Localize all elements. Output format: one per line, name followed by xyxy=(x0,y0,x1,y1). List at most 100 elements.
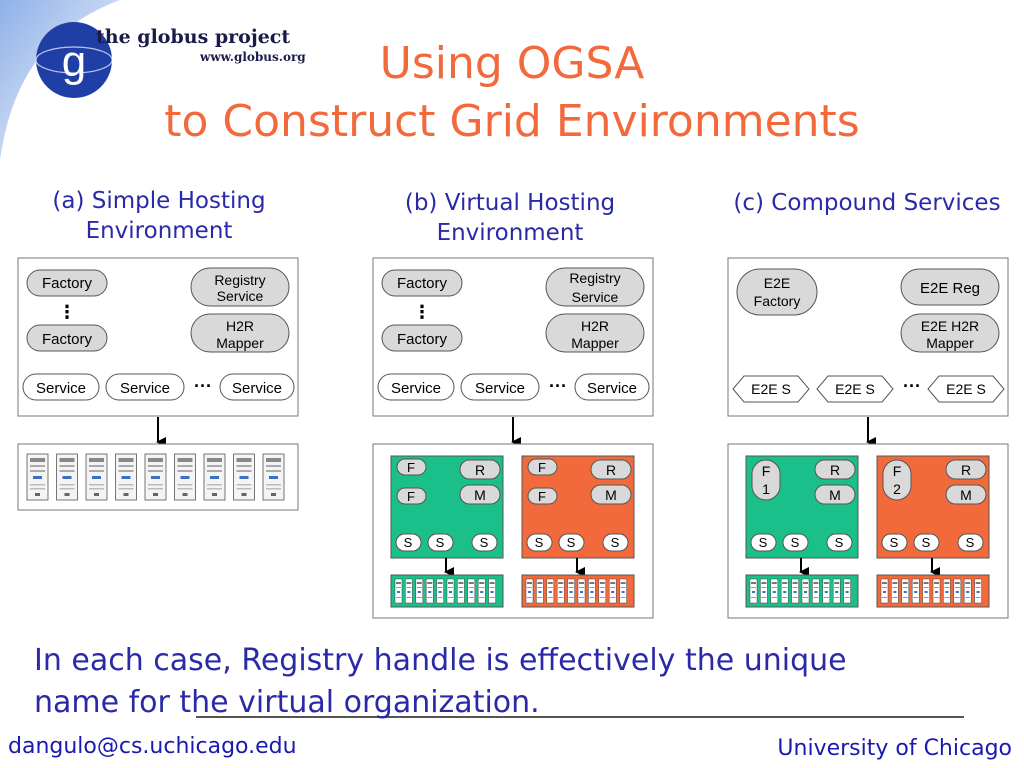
panel-c-vo-green: F 1 R M S S S xyxy=(745,455,859,559)
svg-text:Mapper: Mapper xyxy=(926,335,974,351)
server-icon xyxy=(115,453,137,501)
svg-text:Factory: Factory xyxy=(397,331,448,348)
panel-b: Factory ⋮ Factory Registry Service H2R M… xyxy=(372,257,654,619)
panel-c-ellipsis: ··· xyxy=(903,376,921,396)
svg-text:Service: Service xyxy=(217,288,264,304)
mini-server-icon xyxy=(832,578,841,604)
svg-text:g: g xyxy=(62,37,86,86)
svg-text:Service: Service xyxy=(120,380,170,397)
mini-server-icon xyxy=(608,578,617,604)
svg-text:M: M xyxy=(829,487,841,503)
mini-server-icon xyxy=(822,578,831,604)
svg-text:H2R: H2R xyxy=(226,318,254,334)
svg-text:M: M xyxy=(474,487,486,503)
mini-server-icon xyxy=(587,578,596,604)
statement-line2: name for the virtual organization. xyxy=(34,685,540,720)
svg-text:S: S xyxy=(567,535,576,550)
panel-b-service-3: Service xyxy=(574,373,650,401)
svg-text:S: S xyxy=(966,535,975,550)
svg-text:Service: Service xyxy=(232,380,282,397)
mini-server-icon xyxy=(780,578,789,604)
mini-server-icon xyxy=(425,578,434,604)
svg-text:F: F xyxy=(538,460,546,475)
mini-server-icon xyxy=(770,578,779,604)
mini-server-icon xyxy=(436,578,445,604)
panel-a-ellipsis: ··· xyxy=(194,376,212,396)
mini-server-icon xyxy=(394,578,403,604)
mini-server-icon xyxy=(932,578,941,604)
svg-text:Registry: Registry xyxy=(569,270,620,286)
svg-text:S: S xyxy=(535,535,544,550)
slide-title-line1: Using OGSA xyxy=(379,38,645,89)
panel-c-vo-orange: F 2 R M S S S xyxy=(876,455,990,559)
mini-server-icon xyxy=(974,578,983,604)
panel-c-e2e-reg: E2E Reg xyxy=(900,268,1000,306)
slide-title-line2: to Construct Grid Environments xyxy=(164,96,860,147)
panel-c-title: (c) Compound Services xyxy=(733,190,1001,216)
svg-text:F: F xyxy=(762,463,771,479)
mini-server-icon xyxy=(749,578,758,604)
svg-text:R: R xyxy=(475,462,485,478)
svg-text:Mapper: Mapper xyxy=(216,335,264,351)
mini-server-icon xyxy=(477,578,486,604)
panel-a-service-2: Service xyxy=(105,373,185,401)
mini-server-icon xyxy=(791,578,800,604)
mini-server-icon xyxy=(525,578,534,604)
panel-b-service-1: Service xyxy=(377,373,455,401)
svg-text:S: S xyxy=(890,535,899,550)
svg-text:S: S xyxy=(404,535,413,550)
svg-text:S: S xyxy=(759,535,768,550)
svg-text:Factory: Factory xyxy=(397,275,448,292)
panel-b-factory-1: Factory xyxy=(381,269,463,297)
mini-server-icon xyxy=(880,578,889,604)
svg-text:Registry: Registry xyxy=(214,272,265,288)
mini-server-icon xyxy=(567,578,576,604)
footer-institution: University of Chicago xyxy=(777,736,1012,761)
mini-server-icon xyxy=(911,578,920,604)
mini-server-icon xyxy=(942,578,951,604)
server-icon xyxy=(233,453,255,501)
svg-text:Service: Service xyxy=(572,289,619,305)
mini-server-icon xyxy=(456,578,465,604)
panel-a-server-rack xyxy=(26,453,285,501)
server-icon xyxy=(26,453,49,501)
mini-server-icon xyxy=(963,578,972,604)
panel-c-e2e-factory: E2E Factory xyxy=(736,268,818,316)
panel-c-e2e-h2r-mapper: E2E H2R Mapper xyxy=(900,313,1000,353)
svg-text:S: S xyxy=(611,535,620,550)
statement-line1: In each case, Registry handle is effecti… xyxy=(34,643,847,678)
svg-text:2: 2 xyxy=(893,481,901,497)
mini-server-icon xyxy=(598,578,607,604)
svg-text:E2E H2R: E2E H2R xyxy=(921,318,979,334)
mini-server-icon xyxy=(890,578,899,604)
mini-server-icon xyxy=(556,578,565,604)
mini-server-icon xyxy=(619,578,628,604)
svg-text:Service: Service xyxy=(475,380,525,397)
server-icon xyxy=(85,453,108,501)
panel-a-factory-dots: ⋮ xyxy=(58,302,76,322)
svg-text:1: 1 xyxy=(762,481,770,497)
svg-text:F: F xyxy=(538,489,546,504)
svg-text:E2E S: E2E S xyxy=(835,381,875,397)
svg-text:S: S xyxy=(436,535,445,550)
mini-server-icon xyxy=(901,578,910,604)
mini-server-icon xyxy=(759,578,768,604)
svg-text:F: F xyxy=(407,460,415,475)
svg-text:F: F xyxy=(893,463,902,479)
svg-text:Factory: Factory xyxy=(42,275,93,292)
mini-server-icon xyxy=(415,578,424,604)
mini-server-icon xyxy=(446,578,455,604)
panel-b-vo-orange: F F R M S S S xyxy=(521,455,635,559)
svg-text:F: F xyxy=(407,489,415,504)
panel-b-h2r-mapper: H2R Mapper xyxy=(545,313,645,353)
logo-name: the globus project xyxy=(96,26,291,48)
svg-text:M: M xyxy=(605,487,617,503)
svg-text:Factory: Factory xyxy=(754,293,801,309)
svg-text:S: S xyxy=(480,535,489,550)
panel-c-e2e-service-1: E2E S xyxy=(732,375,810,403)
footer-email: dangulo@cs.uchicago.edu xyxy=(8,734,297,759)
panel-a-registry-service: Registry Service xyxy=(190,267,290,307)
svg-text:S: S xyxy=(835,535,844,550)
panel-a-factory-2: Factory xyxy=(26,324,108,352)
